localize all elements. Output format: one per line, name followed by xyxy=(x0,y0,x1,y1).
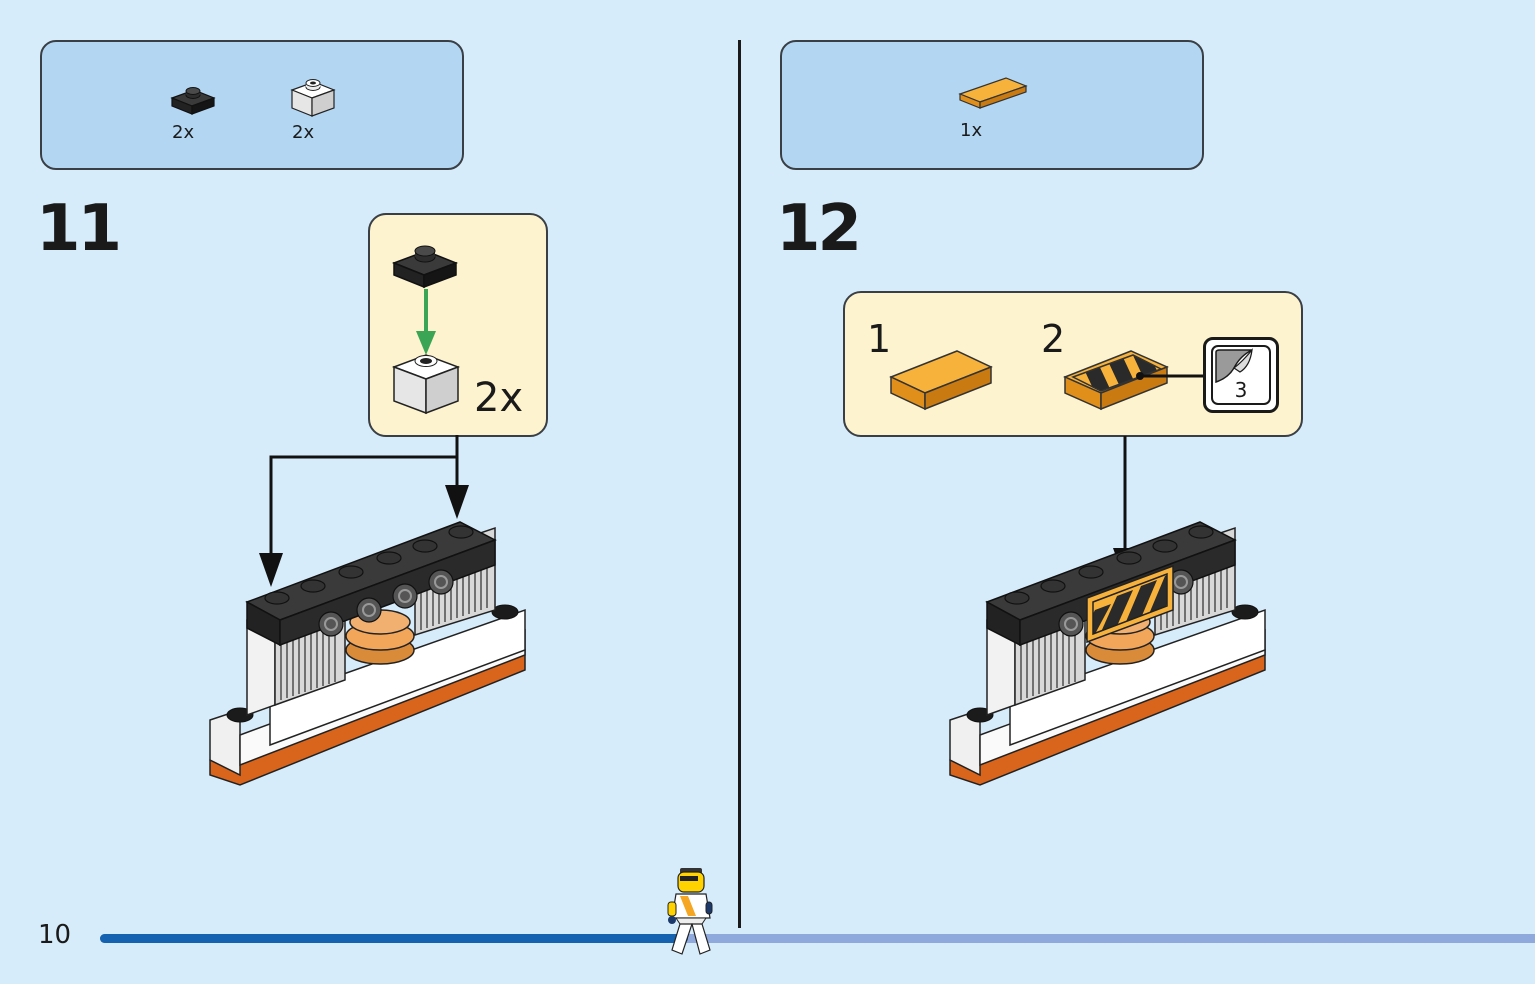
page-divider xyxy=(738,40,741,928)
progress-bar xyxy=(100,934,1535,943)
callout-count: 2x xyxy=(474,375,524,421)
black-plate-icon xyxy=(170,87,216,115)
page-number: 10 xyxy=(38,920,72,950)
sticker-peel-icon xyxy=(1215,348,1253,384)
green-arrow-icon xyxy=(416,289,436,355)
model-step-11 xyxy=(209,521,526,786)
white-brick-icon xyxy=(391,354,461,415)
orange-tile-icon xyxy=(889,350,993,411)
sub-step-number: 1 xyxy=(867,317,892,361)
sticker-reference: 3 xyxy=(1203,337,1279,413)
parts-list-step-12: 1x xyxy=(780,40,1204,170)
white-brick-icon xyxy=(290,79,336,117)
orange-tile-icon xyxy=(958,77,1028,109)
sub-assembly-callout: 2x xyxy=(368,213,548,437)
sub-step-number: 2 xyxy=(1041,317,1066,361)
sticker-number: 3 xyxy=(1234,378,1248,402)
minifigure-icon xyxy=(667,868,713,955)
sticker-pointer xyxy=(1136,372,1207,380)
step-number: 12 xyxy=(776,192,862,266)
black-plate-icon xyxy=(391,245,459,289)
striped-tile-icon xyxy=(1063,350,1169,411)
progress-bar-fill xyxy=(100,934,688,943)
part-count: 2x xyxy=(172,122,195,143)
parts-list-step-11: 2x 2x xyxy=(40,40,464,170)
part-count: 1x xyxy=(960,120,983,141)
step-number: 11 xyxy=(36,192,122,266)
sub-assembly-callout: 1 2 3 xyxy=(843,291,1303,437)
placement-arrows xyxy=(259,435,469,587)
model-step-12 xyxy=(949,521,1266,786)
part-count: 2x xyxy=(292,122,315,143)
